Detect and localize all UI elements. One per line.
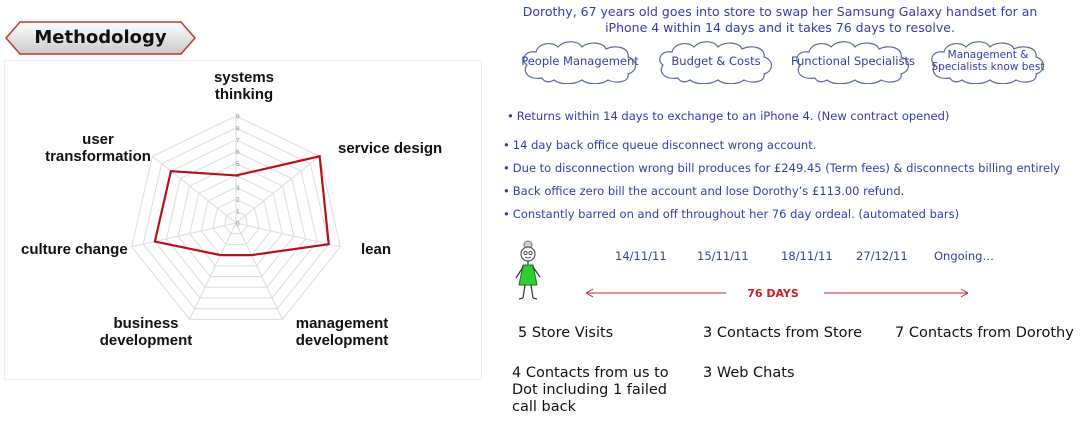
radar-grid-ring: [189, 174, 283, 267]
bullet-item: •Back office zero bill the account and l…: [503, 184, 904, 198]
axis-label-systems-thinking: systems thinking: [213, 69, 275, 103]
radar-tick-label: 8: [236, 125, 240, 132]
cloud-shape: [796, 41, 910, 84]
cloud-shape: [523, 41, 637, 84]
radar-tick-label: 5: [236, 161, 240, 168]
bullet-item: •Returns within 14 days to exchange to a…: [507, 109, 949, 123]
radar-grid: [131, 115, 341, 320]
methodology-banner: Methodology: [4, 20, 197, 56]
bullet-dot: •: [507, 109, 514, 123]
bullet-item: •Due to disconnection wrong bill produce…: [503, 161, 1060, 175]
chart-frame: [4, 60, 482, 380]
radar-tick-label: 2: [236, 197, 240, 204]
radar-tick-label: 3: [236, 185, 240, 192]
stat-contacts-from-store: 3 Contacts from Store: [703, 325, 863, 341]
axis-label-management-development: management development: [295, 315, 389, 349]
stat-contacts-from-dorothy: 7 Contacts from Dorothy: [895, 325, 1074, 341]
arrowhead-right-icon: [960, 288, 969, 298]
page-title: Methodology: [34, 27, 167, 48]
cloud-outline: [931, 41, 1045, 84]
axis-label-lean: lean: [361, 241, 392, 258]
duration-label: 76 DAYS: [747, 287, 799, 300]
cloud-label: Management & Specialists know best: [931, 49, 1045, 73]
timeline-date: 15/11/11: [697, 249, 749, 263]
bullet-text: 14 day back office queue disconnect wron…: [512, 138, 817, 152]
axis-label-business-development: business development: [99, 315, 193, 349]
radar-grid-ring: [131, 115, 341, 320]
radar-spoke: [235, 222, 283, 320]
axis-label-culture-change: culture change: [21, 241, 128, 258]
bullet-item: •Constantly barred on and off throughout…: [503, 207, 959, 221]
person-figure-icon: [515, 240, 541, 300]
cloud-outline: [523, 41, 637, 84]
radar-series-line: [153, 154, 330, 257]
stat-store-visits: 5 Store Visits: [518, 325, 614, 341]
radar-spoke: [235, 222, 341, 248]
cloud-budget-costs: Budget & Costs: [654, 38, 778, 84]
timeline-date: Ongoing…: [934, 249, 994, 263]
radar-tick-label: 1: [236, 209, 240, 216]
cloud-label: Functional Specialists: [791, 53, 915, 68]
cloud-functional-specialists: Functional Specialists: [791, 38, 915, 84]
story-headline: Dorothy, 67 years old goes into store to…: [522, 4, 1038, 35]
radar-grid-ring: [165, 151, 307, 288]
duration-arrows: [585, 288, 969, 298]
bullet-dot: •: [503, 161, 510, 175]
bullet-dot: •: [503, 138, 510, 152]
radar-grid-ring: [142, 127, 330, 310]
axis-label-user-transformation: user transformation: [45, 131, 151, 165]
cloud-management-specialists: Management & Specialists know best: [926, 38, 1050, 84]
cloud-outline: [659, 41, 773, 84]
radar-tick-label: 0: [236, 221, 240, 228]
bullet-text: Back office zero bill the account and lo…: [512, 184, 905, 198]
radar-grid-ring: [177, 163, 295, 278]
timeline-date: 18/11/11: [781, 249, 833, 263]
radar-tick-labels: 0 1 2 3 4 5 6 7 8 9: [236, 114, 240, 228]
radar-spoke: [152, 155, 237, 224]
radar-grid-ring: [212, 198, 260, 245]
timeline-date: 27/12/11: [856, 249, 908, 263]
cloud-outline: [796, 41, 910, 84]
bullet-item: •14 day back office queue disconnect wro…: [503, 138, 816, 152]
radar-spoke: [189, 222, 237, 320]
stat-web-chats: 3 Web Chats: [703, 365, 795, 381]
radar-tick-label: 7: [236, 137, 240, 144]
timeline-date: 14/11/11: [615, 249, 667, 263]
radar-tick-label: 4: [236, 173, 240, 180]
radar-tick-label: 9: [236, 114, 240, 121]
radar-grid-ring: [223, 210, 249, 235]
radar-spoke: [131, 222, 237, 248]
cloud-shape: [931, 41, 1045, 84]
cloud-people-management: People Management: [518, 38, 642, 84]
banner-shape: [5, 21, 196, 55]
stat-contacts-from-us: 4 Contacts from us to Dot including 1 fa…: [512, 365, 669, 415]
axis-label-service-design: service design: [338, 140, 443, 157]
cloud-label: People Management: [521, 53, 639, 68]
bullet-text: Due to disconnection wrong bill produces…: [512, 161, 1061, 175]
bullet-text: Constantly barred on and off throughout …: [512, 207, 960, 221]
arrowhead-left-icon: [585, 288, 594, 298]
cloud-shape: [659, 41, 773, 84]
radar-spoke: [235, 155, 320, 224]
radar-tick-label: 6: [236, 149, 240, 156]
radar-chart: 0 1 2 3 4 5 6 7 8 9: [131, 114, 341, 320]
cloud-label: Budget & Costs: [671, 53, 761, 68]
bullet-dot: •: [503, 184, 510, 198]
bullet-dot: •: [503, 207, 510, 221]
bullet-text: Returns within 14 days to exchange to an…: [516, 109, 950, 123]
